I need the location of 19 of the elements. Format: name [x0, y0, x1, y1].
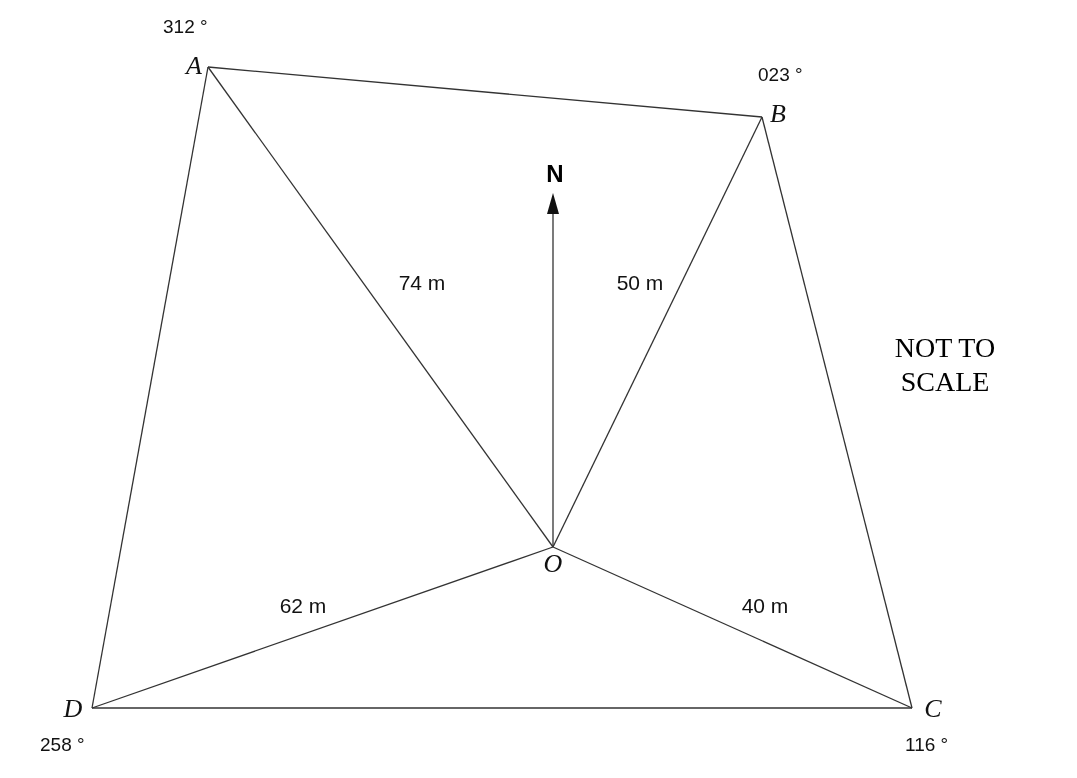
line-segment	[91, 66, 209, 709]
line-segment	[207, 66, 554, 548]
bearing-label: 023 °	[758, 64, 803, 86]
scale-note: NOT TO SCALE	[893, 331, 997, 399]
line-segment	[91, 546, 554, 709]
line-segment	[91, 707, 913, 709]
point-label: A	[180, 52, 208, 80]
point-label: C	[916, 694, 950, 724]
bearing-label: 258 °	[40, 734, 85, 756]
north-label: N	[546, 160, 564, 188]
point-label: D	[56, 694, 90, 724]
point-label: B	[764, 100, 792, 128]
bearing-label: 116 °	[905, 734, 949, 756]
line-segment	[552, 546, 913, 709]
bearing-label: 312 °	[163, 16, 208, 38]
line-segment	[761, 116, 913, 709]
point-label: O	[539, 549, 567, 579]
line-segment	[552, 116, 763, 548]
line-segment	[207, 66, 763, 118]
